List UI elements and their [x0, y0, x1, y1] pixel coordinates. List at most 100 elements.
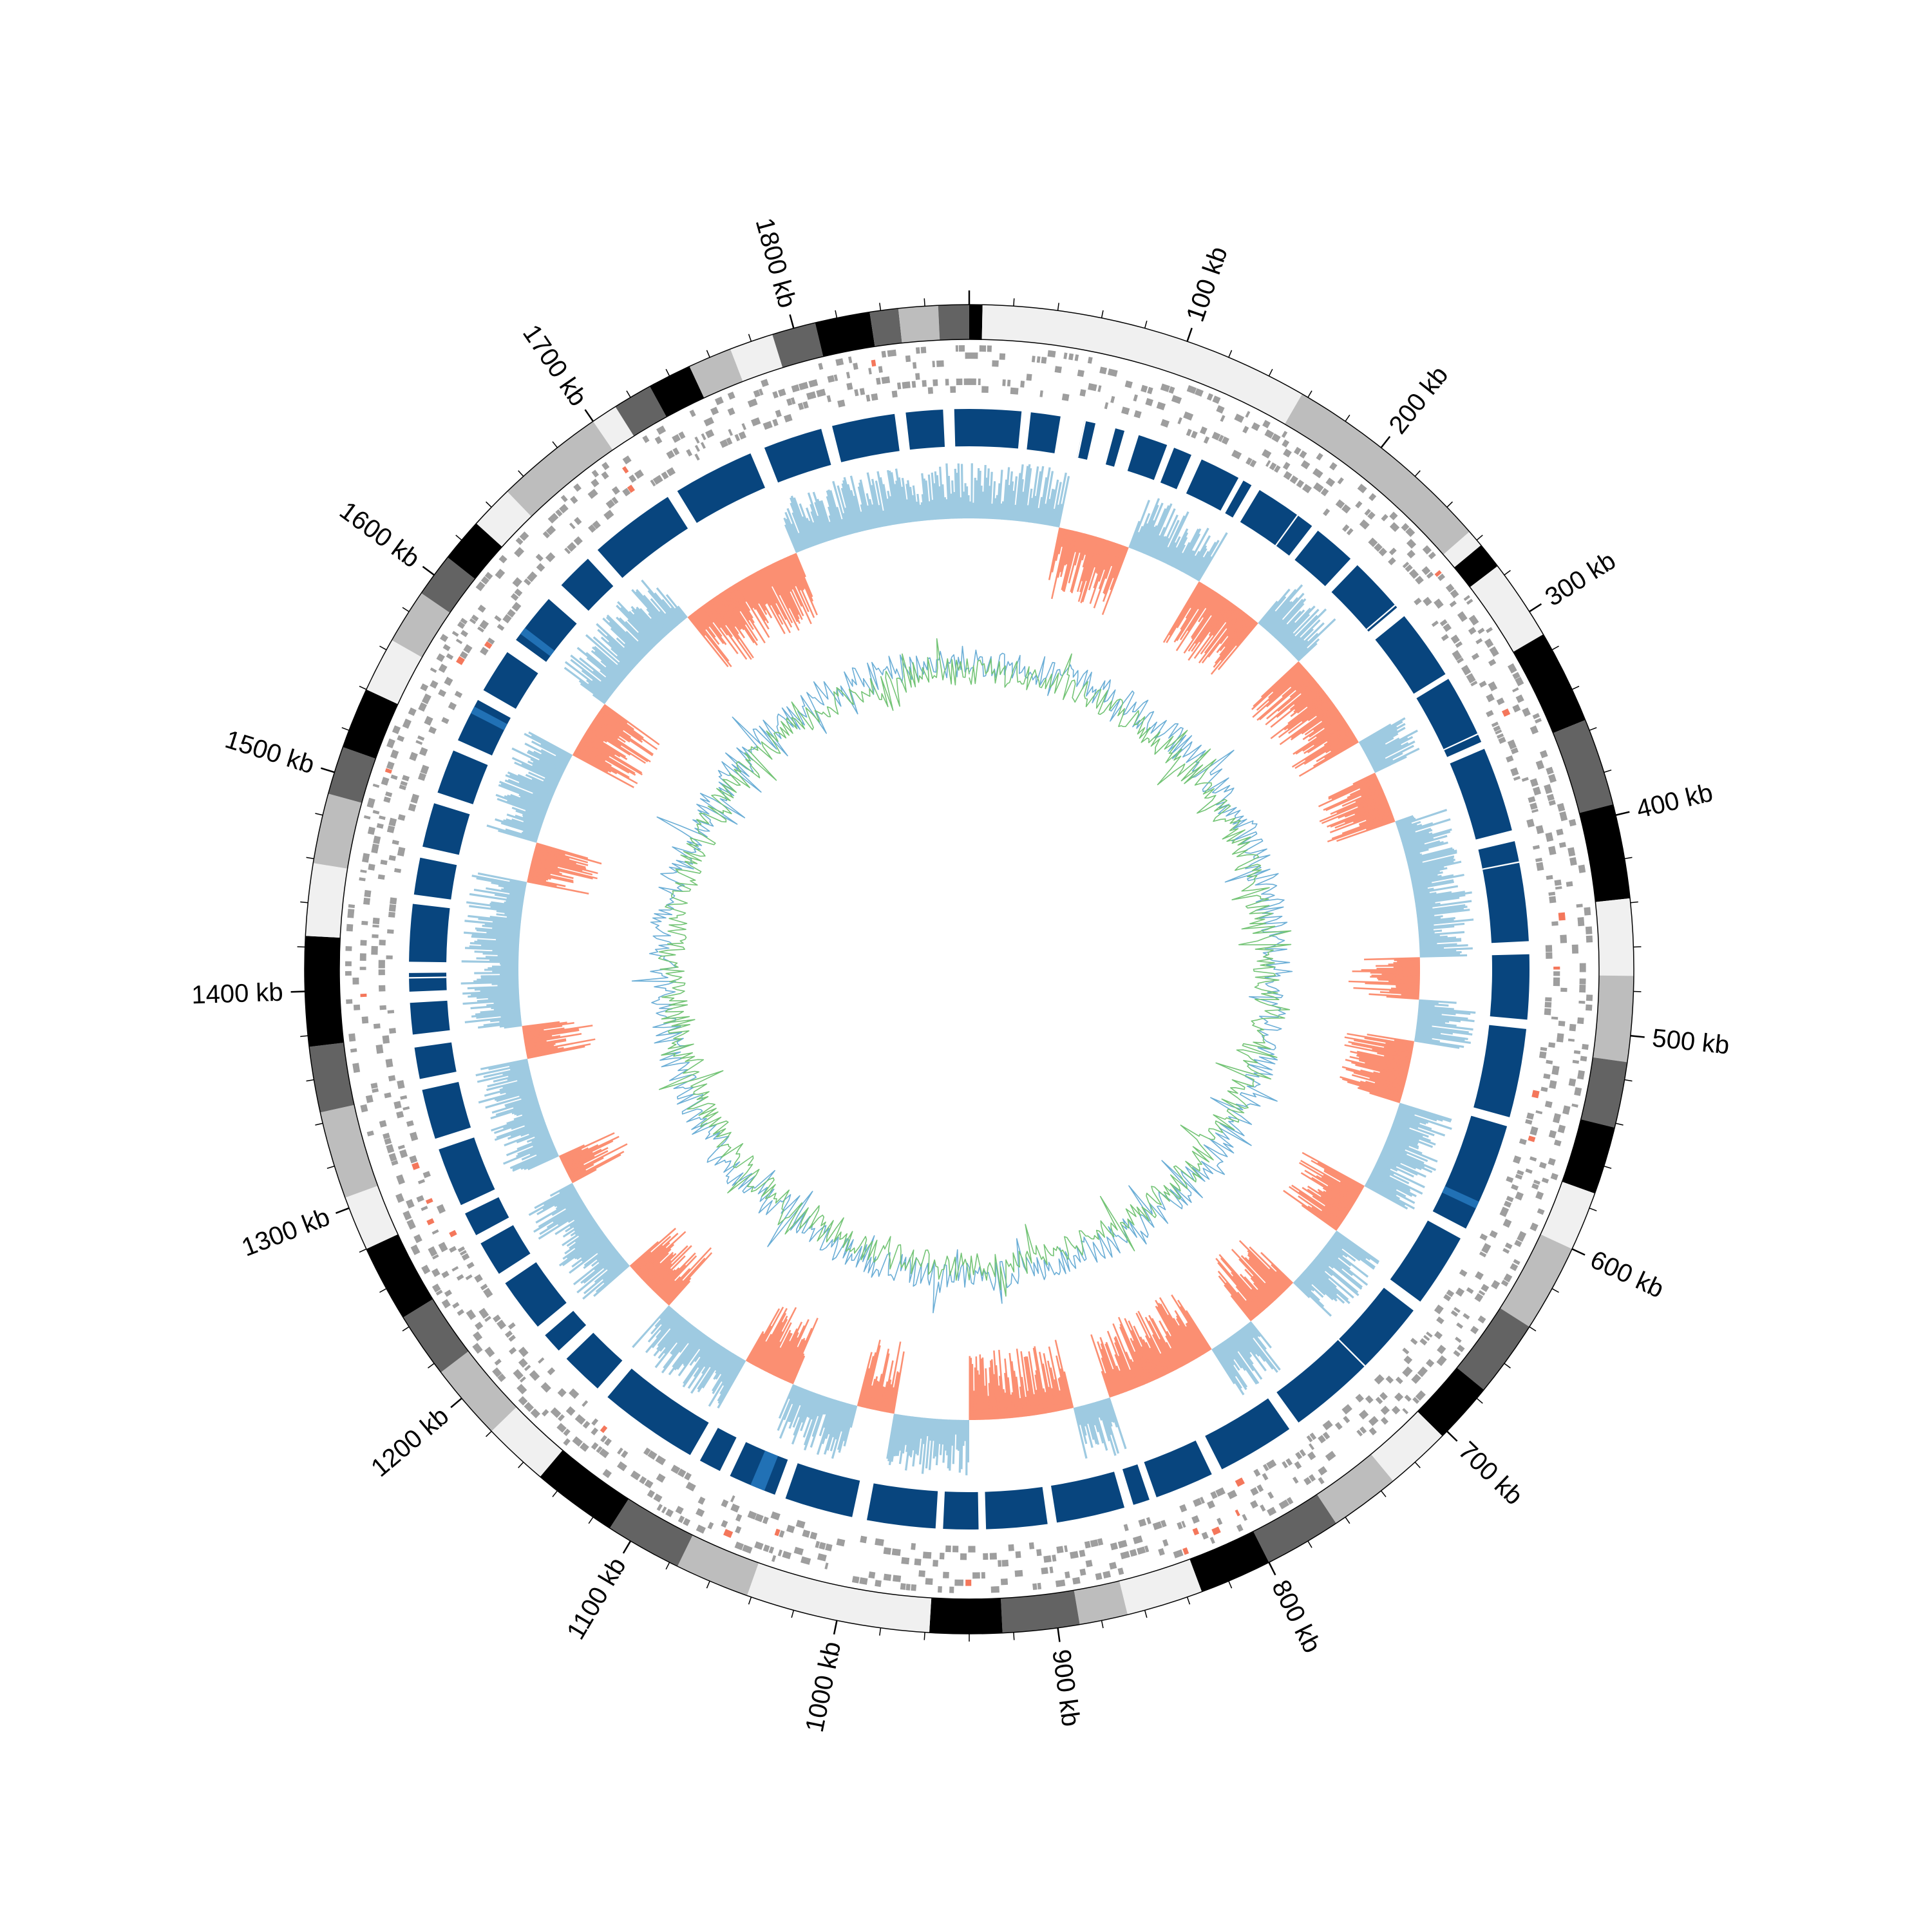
- feature-tile: [1577, 1017, 1584, 1025]
- skew-bar-positive: [967, 495, 970, 518]
- feature-tile: [1402, 562, 1410, 569]
- skew-bar-positive: [549, 1182, 574, 1197]
- skew-bar-negative: [1377, 1052, 1411, 1061]
- skew-bar-negative: [522, 1021, 560, 1028]
- skew-bar-positive: [1412, 882, 1432, 887]
- feature-tile: [972, 1572, 980, 1579]
- skew-bar-negative: [1051, 527, 1063, 573]
- skew-bar-positive: [557, 1206, 587, 1226]
- skew-bar-negative: [1268, 665, 1304, 699]
- skew-bar-positive: [791, 1391, 813, 1444]
- skew-bar-negative: [1373, 1071, 1406, 1082]
- skew-bar-negative: [1023, 1356, 1034, 1416]
- feature-tile: [1514, 1240, 1522, 1247]
- skew-bar-positive: [486, 887, 525, 896]
- skew-bar-negative: [1321, 1209, 1342, 1225]
- skew-bar-negative: [998, 1349, 1006, 1419]
- feature-tile: [454, 690, 463, 698]
- feature-tile: [1356, 1430, 1363, 1437]
- skew-bar-negative: [879, 1387, 886, 1412]
- skew-bar-negative: [527, 1043, 591, 1058]
- skew-bar-positive: [610, 627, 643, 659]
- skew-bar-positive: [1316, 1255, 1330, 1267]
- skew-bar-positive: [1397, 820, 1421, 831]
- feature-tile: [497, 623, 505, 631]
- skew-bar-positive: [789, 1388, 805, 1423]
- feature-tile: [451, 630, 459, 637]
- feature-tile: [1117, 1540, 1128, 1549]
- skew-bar-positive: [1176, 528, 1200, 570]
- skew-bar-positive: [492, 949, 519, 953]
- ideogram-band: [677, 1535, 759, 1596]
- feature-tile: [1513, 1259, 1520, 1265]
- skew-bar-positive: [600, 680, 615, 692]
- feature-tile: [410, 1132, 419, 1141]
- skew-bar-negative: [650, 1267, 672, 1289]
- skew-bar-positive: [1159, 520, 1180, 562]
- feature-tile: [915, 347, 920, 354]
- feature-tile: [384, 768, 392, 774]
- feature-tile: [848, 356, 853, 364]
- skew-bar-positive: [802, 516, 815, 547]
- feature-tile: [497, 1373, 506, 1382]
- feature-tile: [1405, 564, 1413, 573]
- skew-bar-positive: [931, 472, 937, 520]
- skew-bar-negative: [571, 1168, 597, 1184]
- skew-bar-positive: [842, 480, 858, 533]
- feature-tile: [1510, 747, 1519, 755]
- skew-bar-positive: [636, 589, 673, 631]
- skew-bar-positive: [502, 1067, 530, 1075]
- skew-bar-negative: [1329, 808, 1392, 833]
- feature-tile: [364, 889, 372, 898]
- feature-tile: [361, 920, 368, 925]
- skew-bar-negative: [1238, 1258, 1278, 1300]
- skew-bar-positive: [1399, 1103, 1452, 1121]
- skew-bar-positive: [715, 1352, 734, 1380]
- ideogram-band: [1001, 1590, 1080, 1633]
- skew-bar-negative: [742, 578, 770, 624]
- skew-bar-positive: [1220, 1342, 1240, 1371]
- skew-bar-positive: [616, 605, 656, 647]
- skew-bar-negative: [1244, 1269, 1275, 1302]
- skew-bar-negative: [1035, 1389, 1041, 1415]
- skew-bar-positive: [591, 650, 625, 679]
- skew-bar-negative: [1231, 1271, 1265, 1311]
- skew-bar-positive: [1373, 747, 1420, 772]
- feature-tile: [1410, 1338, 1418, 1345]
- feature-tile: [1470, 681, 1478, 687]
- feature-tile: [426, 1218, 435, 1226]
- skew-bar-positive: [528, 772, 558, 786]
- feature-tile: [1439, 619, 1448, 627]
- feature-tile: [1468, 627, 1477, 635]
- skew-bar-positive: [1383, 1145, 1425, 1164]
- feature-tile: [1507, 663, 1517, 674]
- feature-tile: [1264, 429, 1274, 439]
- skew-bar-positive: [1368, 1178, 1416, 1204]
- skew-bar-negative: [570, 1151, 625, 1181]
- skew-bar-negative: [737, 582, 754, 609]
- skew-bar-positive: [1407, 851, 1457, 866]
- skew-bar-negative: [786, 1340, 806, 1382]
- feature-tile-tracks: [345, 345, 1593, 1593]
- feature-tile: [741, 423, 746, 430]
- skew-bar-positive: [1408, 857, 1454, 870]
- skew-bar-positive: [498, 884, 526, 891]
- skew-bar-positive: [965, 486, 969, 519]
- skew-bar-negative: [1104, 1343, 1124, 1394]
- feature-tile: [883, 1573, 892, 1581]
- skew-bar-negative: [1114, 1336, 1137, 1388]
- skew-bar-positive: [656, 587, 685, 621]
- skew-bar-negative: [1224, 615, 1251, 648]
- feature-tile: [1047, 350, 1056, 358]
- feature-tile: [661, 471, 669, 480]
- skew-bar-negative: [873, 1374, 883, 1410]
- feature-tile: [1313, 482, 1324, 493]
- skew-bar-negative: [524, 1033, 582, 1045]
- feature-tile: [1394, 1392, 1404, 1402]
- major-tick: [1615, 811, 1630, 816]
- feature-tile: [1422, 545, 1432, 554]
- feature-tile: [1251, 422, 1260, 431]
- skew-bar-positive: [518, 1090, 536, 1097]
- feature-tile: [420, 764, 430, 775]
- skew-bar-negative: [643, 1254, 674, 1283]
